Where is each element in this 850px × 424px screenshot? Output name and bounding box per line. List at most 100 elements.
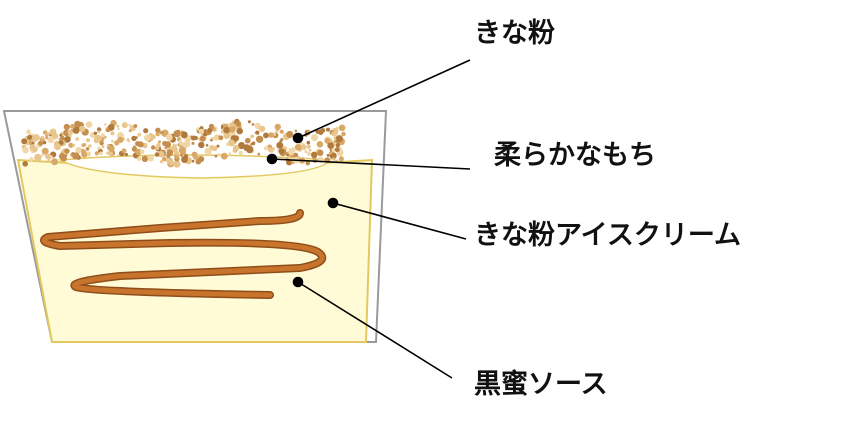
kinako-crumb (329, 151, 333, 155)
kinako-crumb (207, 127, 212, 133)
kinako-crumb (103, 123, 107, 126)
leader-line-mochi (271, 158, 471, 170)
kinako-crumb (33, 134, 40, 141)
kinako-crumb (211, 145, 218, 152)
kinako-crumb (190, 135, 196, 141)
kinako-crumb (247, 120, 251, 124)
kinako-crumb (305, 161, 310, 166)
kinako-crumb (236, 127, 243, 135)
kinako-crumb (181, 156, 188, 164)
kinako-crumb (75, 137, 79, 141)
kinako-crumb (117, 127, 120, 131)
kinako-crumb (164, 141, 172, 148)
kinako-crumb (40, 153, 44, 157)
kinako-crumb (297, 156, 301, 160)
kinako-crumb (22, 161, 29, 167)
kinako-crumb (259, 125, 266, 132)
kinako-crumb (86, 138, 90, 143)
kinako-crumb (220, 126, 224, 129)
kinako-crumb (81, 143, 86, 147)
kinako-crumb (290, 147, 296, 153)
leader-line-kinako (297, 59, 471, 139)
kinako-crumb (254, 122, 261, 130)
kinako-crumb (144, 134, 151, 142)
kinako-crumb (191, 141, 195, 145)
kinako-crumb (244, 137, 251, 144)
kinako-crumb (159, 160, 163, 164)
kinako-crumb (220, 152, 228, 160)
kinako-crumb (108, 145, 115, 152)
kinako-crumb (143, 128, 149, 134)
kinako-crumb (228, 152, 232, 156)
kinako-crumb (196, 127, 200, 131)
kinako-crumb (137, 141, 144, 148)
kinako-crumb (263, 132, 269, 139)
kinako-crumb (250, 143, 253, 146)
kinako-crumb (28, 140, 32, 145)
kinako-crumb (154, 152, 160, 157)
kinako-crumb (121, 122, 128, 129)
kinako-crumb (141, 155, 149, 163)
leader-line-kuromitsu (297, 281, 453, 379)
kinako-crumb (276, 141, 284, 149)
kinako-crumb (162, 156, 167, 162)
kinako-crumb (53, 143, 62, 151)
kinako-crumb (279, 129, 284, 134)
kinako-crumb (106, 151, 110, 155)
kinako-crumb (334, 147, 340, 153)
kinako-crumb (180, 131, 188, 139)
kinako-crumb (165, 133, 173, 141)
kinako-crumb (156, 143, 161, 148)
kinako-crumb (198, 128, 205, 135)
label-mochi: 柔らかなもち (494, 140, 656, 171)
kinako-crumb (126, 138, 130, 142)
kinako-crumb (338, 156, 344, 162)
leader-dot-kuromitsu (292, 276, 304, 288)
kinako-crumb (29, 157, 34, 162)
kinako-crumb (70, 124, 75, 129)
kinako-crumb (173, 160, 181, 168)
kinako-crumb (106, 143, 110, 147)
kinako-crumb (317, 149, 324, 156)
kinako-crumb (44, 153, 51, 160)
kinako-crumb (306, 151, 312, 156)
kinako-crumb (278, 148, 285, 155)
leader-dot-ice-cream (327, 197, 339, 209)
kinako-crumb (63, 123, 70, 131)
kinako-crumb (131, 135, 137, 142)
kinako-crumb (110, 131, 115, 136)
kinako-crumb (326, 153, 330, 157)
kinako-crumb (335, 135, 343, 143)
kinako-topping (21, 118, 346, 168)
kinako-crumb (333, 138, 337, 141)
kinako-crumb (263, 146, 269, 151)
kinako-crumb (158, 140, 161, 144)
kinako-crumb (218, 135, 224, 141)
kinako-crumb (179, 141, 184, 146)
kinako-crumb (301, 144, 307, 150)
leader-lines (266, 59, 471, 379)
kinako-crumb (331, 131, 337, 137)
kinako-crumb (108, 151, 114, 157)
kinako-crumb (26, 129, 31, 135)
kinako-crumb (81, 151, 88, 158)
kinako-crumb (139, 149, 145, 155)
kinako-crumb (210, 138, 213, 142)
leader-line-ice-cream (332, 202, 467, 240)
cup-outline (2, 110, 388, 343)
kinako-crumb (72, 152, 80, 160)
kinako-crumb (223, 126, 230, 134)
kinako-crumb (42, 130, 48, 135)
kinako-crumb (233, 135, 239, 142)
kinako-crumb (110, 139, 114, 143)
kinako-crumb (21, 138, 28, 145)
kinako-crumb (72, 143, 76, 147)
kinako-crumb (46, 132, 51, 136)
kinako-crumb (179, 139, 182, 143)
kinako-crumb (274, 123, 281, 131)
kinako-crumb (67, 130, 73, 136)
kinako-crumb (216, 144, 220, 148)
kinako-crumb (97, 146, 101, 150)
kinako-crumb (175, 143, 179, 147)
